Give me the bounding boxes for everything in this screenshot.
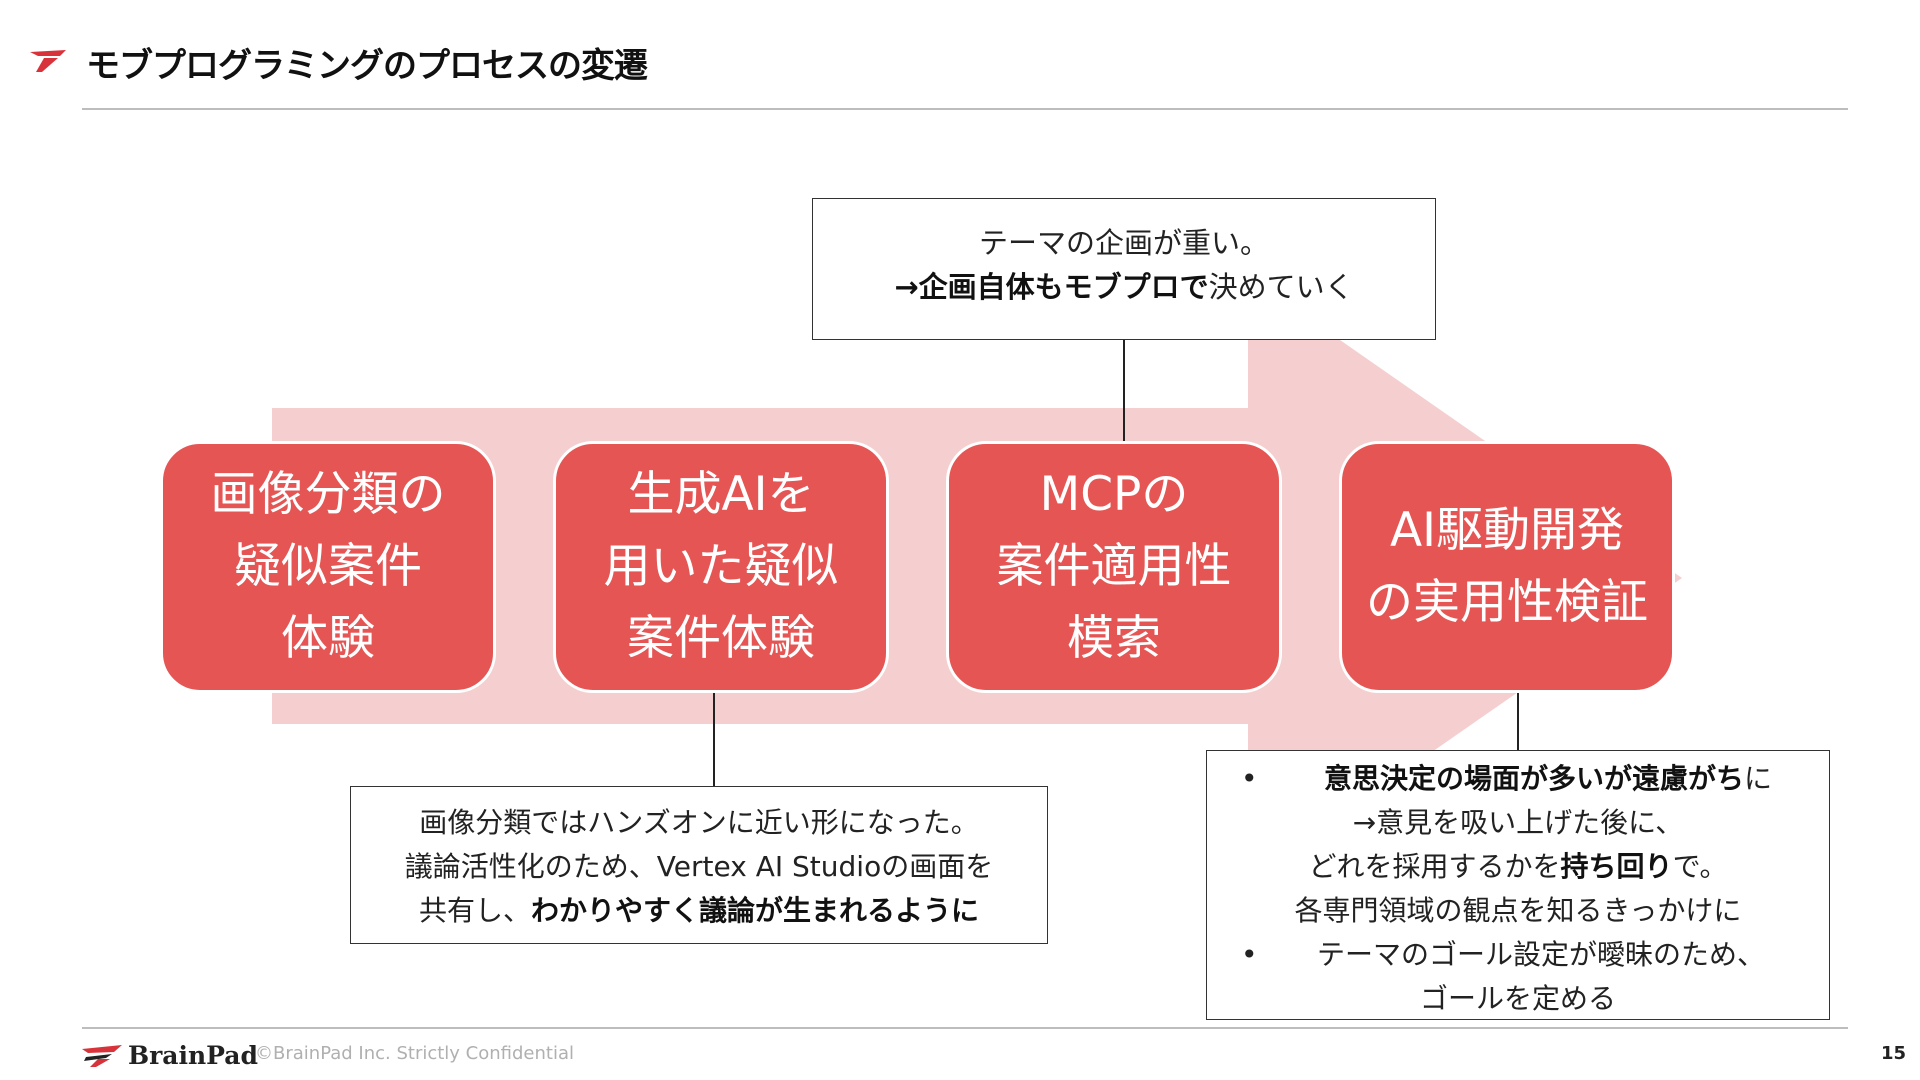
stage-line: 用いた疑似	[603, 539, 839, 594]
note-emphasis: 持ち回り	[1560, 850, 1673, 883]
note-line: 議論活性化のため、Vertex AI Studioの画面を	[404, 850, 994, 883]
note-line: どれを採用するかを持ち回りで。	[1207, 845, 1829, 889]
stage-line: 疑似案件	[234, 539, 422, 594]
stage-generative-ai: 生成AIを 用いた疑似 案件体験	[553, 441, 889, 693]
stage-line: 生成AIを	[627, 467, 815, 522]
note-emphasis: わかりやすく議論が生まれるように	[531, 894, 980, 927]
page-title: モブプログラミングのプロセスの変遷	[86, 46, 648, 86]
note-text: で。	[1672, 850, 1728, 883]
stage-line: 体験	[281, 611, 375, 666]
note-emphasis: 意思決定の場面が多いが遠慮がち	[1323, 762, 1744, 795]
stage-line: 案件体験	[627, 611, 815, 666]
note-text: に	[1744, 762, 1773, 795]
note-line: 各専門領域の観点を知るきっかけに	[1294, 894, 1742, 927]
note-text: 決めていく	[1208, 270, 1354, 304]
note-bullet-item: • 意思決定の場面が多いが遠慮がちに	[1207, 757, 1829, 801]
stage-line: の実用性検証	[1366, 575, 1648, 630]
bullet-icon: •	[1241, 762, 1258, 795]
page-number: 15	[1880, 1043, 1906, 1064]
stage-line: MCPの	[1039, 467, 1189, 522]
connector-right	[1517, 690, 1519, 750]
note-text: どれを採用するかを	[1308, 850, 1561, 883]
bullet-icon: •	[1241, 938, 1258, 971]
stage-line: AI駆動開発	[1389, 503, 1624, 558]
brainpad-logo-icon	[30, 50, 66, 72]
note-emphasis: →企画自体もモブプロで	[894, 270, 1209, 304]
copyright-text: ©BrainPad Inc. Strictly Confidential	[255, 1043, 575, 1064]
note-line: →意見を吸い上げた後に、	[1352, 806, 1684, 839]
note-line: テーマの企画が重い。	[978, 226, 1269, 260]
connector-top	[1123, 340, 1125, 442]
note-line: 画像分類ではハンズオンに近い形になった。	[419, 806, 979, 839]
stage-mcp: MCPの 案件適用性 模索	[946, 441, 1282, 693]
note-ai-driven-development: • 意思決定の場面が多いが遠慮がちに →意見を吸い上げた後に、 どれを採用するかを…	[1206, 750, 1830, 1020]
footer-brand-logo: BrainPad	[82, 1040, 258, 1070]
note-line: →企画自体もモブプロで決めていく	[813, 265, 1435, 309]
stage-image-classification: 画像分類の 疑似案件 体験	[160, 441, 496, 693]
note-bullet-item: • テーマのゴール設定が曖昧のため、	[1207, 933, 1829, 977]
connector-left	[713, 693, 715, 786]
note-image-classification: 画像分類ではハンズオンに近い形になった。 議論活性化のため、Vertex AI …	[350, 786, 1048, 944]
stage-line: 画像分類の	[210, 467, 446, 522]
brainpad-logo-icon	[82, 1045, 122, 1067]
brand-wordmark: BrainPad	[128, 1040, 258, 1070]
note-theme-planning: テーマの企画が重い。 →企画自体もモブプロで決めていく	[812, 198, 1436, 340]
note-line: ゴールを定める	[1419, 982, 1616, 1015]
header-divider	[82, 108, 1848, 110]
stage-line: 模索	[1067, 611, 1161, 666]
note-text: テーマのゴール設定が曖昧のため、	[1316, 938, 1765, 971]
stage-ai-driven-development: AI駆動開発 の実用性検証	[1339, 441, 1675, 693]
footer-divider	[82, 1027, 1848, 1029]
note-line: 共有し、わかりやすく議論が生まれるように	[351, 889, 1047, 933]
note-text: 共有し、	[418, 894, 531, 927]
stage-line: 案件適用性	[996, 539, 1232, 594]
